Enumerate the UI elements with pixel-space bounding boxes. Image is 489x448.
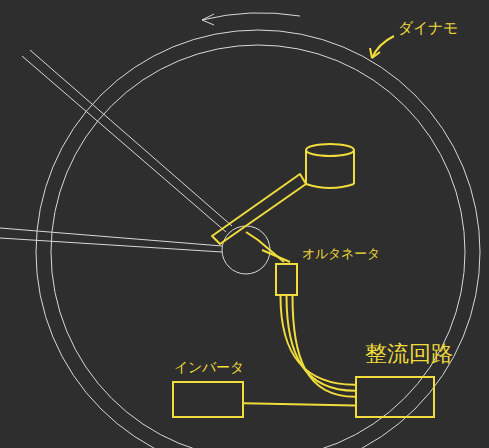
component-label: 整流回路 xyxy=(365,342,453,366)
box-outline xyxy=(355,376,435,418)
rotation-arrowhead xyxy=(202,14,214,25)
frame-tube xyxy=(22,50,232,232)
frame-stay xyxy=(0,228,222,252)
leader-arrowhead xyxy=(370,48,380,58)
box-outline xyxy=(172,381,244,418)
tire-outer xyxy=(36,30,480,448)
box-outline xyxy=(275,263,298,296)
part-label: ダイナモ xyxy=(398,20,458,37)
component-label: インバータ xyxy=(174,360,244,375)
component-label: オルタネータ xyxy=(302,247,380,261)
component-box: 整流回路 xyxy=(355,376,435,418)
dynamo-top xyxy=(306,144,354,156)
wire xyxy=(244,403,355,405)
wire xyxy=(281,296,356,397)
dynamo-body xyxy=(306,150,354,184)
alternator-arm xyxy=(262,250,290,262)
rotation-arrow xyxy=(202,13,300,20)
tire-inner xyxy=(51,45,465,448)
dynamo-arm xyxy=(212,174,306,244)
component-box: オルタネータ xyxy=(275,263,298,296)
component-box: インバータ xyxy=(172,381,244,418)
dynamo-bottom xyxy=(306,184,354,188)
